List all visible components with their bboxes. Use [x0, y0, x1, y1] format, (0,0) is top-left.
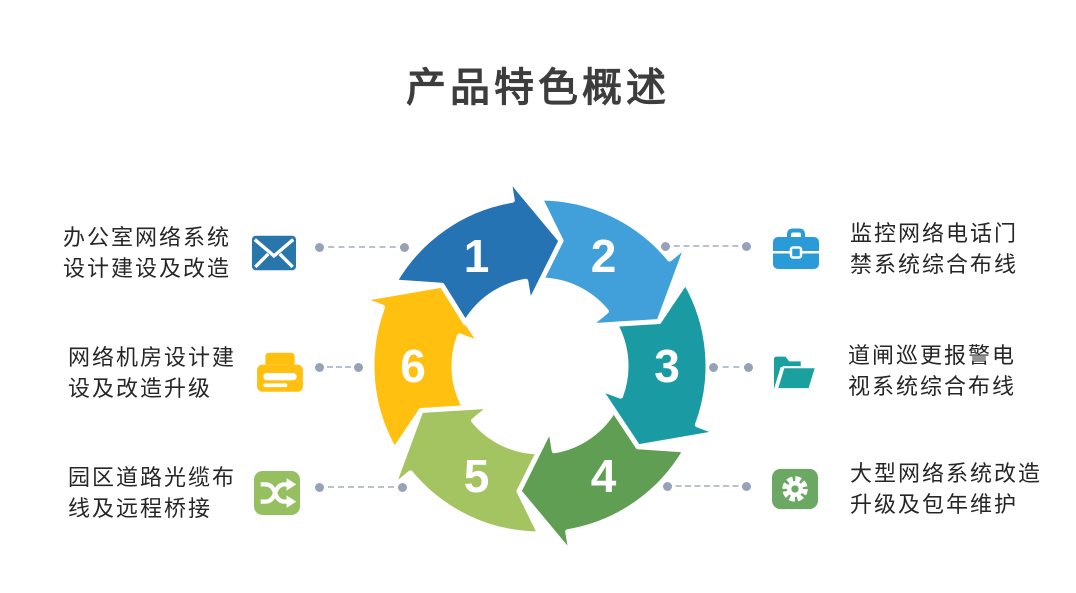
- feature-line: 线及远程桥接: [68, 496, 213, 521]
- feature-campus-cable: 园区道路光缆布 线及远程桥接: [68, 462, 301, 524]
- connector-dot: [354, 363, 363, 372]
- connector-left-1: [315, 243, 409, 252]
- connector-dot: [663, 482, 672, 491]
- feature-server-room: 网络机房设计建 设及改造升级: [68, 342, 306, 404]
- connector-right-1: [661, 242, 751, 251]
- feature-label: 网络机房设计建 设及改造升级: [68, 342, 236, 404]
- connector-right-3: [663, 482, 751, 491]
- folder-icon: [770, 348, 820, 394]
- feature-label: 办公室网络系统 设计建设及改造: [63, 222, 231, 284]
- connector-dot: [709, 363, 718, 372]
- feature-monitoring-cabling: 监控网络电话门 禁系统综合布线: [770, 218, 1018, 280]
- connector-dot: [315, 483, 324, 492]
- feature-line: 禁系统综合布线: [850, 252, 1019, 277]
- feature-office-network: 办公室网络系统 设计建设及改造: [63, 222, 299, 284]
- feature-line: 视系统综合布线: [848, 374, 1017, 399]
- connector-dot: [742, 242, 751, 251]
- feature-label: 监控网络电话门 禁系统综合布线: [850, 218, 1018, 280]
- ring-segment-1: [392, 175, 564, 326]
- feature-line: 升级及包年维护: [850, 492, 1019, 517]
- feature-label: 道闸巡更报警电 视系统综合布线: [848, 340, 1016, 402]
- feature-line: 设计建设及改造: [63, 256, 232, 281]
- feature-large-network-maintenance: 大型网络系统改造 升级及包年维护: [768, 458, 1042, 520]
- connector-dot: [400, 243, 409, 252]
- connector-left-2: [315, 363, 363, 372]
- process-ring-diagram: 1 2 3 4 5 6: [358, 175, 722, 557]
- ring-number-3: 3: [654, 340, 680, 392]
- feature-line: 办公室网络系统: [63, 225, 232, 250]
- ring-number-2: 2: [591, 230, 617, 282]
- page-title: 产品特色概述: [406, 66, 670, 110]
- connector-left-3: [315, 483, 407, 492]
- envelope-icon: [249, 230, 299, 276]
- connector-dot: [398, 483, 407, 492]
- feature-line: 网络机房设计建: [68, 345, 237, 370]
- connector-right-2: [709, 363, 753, 372]
- ring-segment-2: [537, 195, 690, 329]
- ring-segment-4: [516, 406, 688, 557]
- feature-gate-alarm-cabling: 道闸巡更报警电 视系统综合布线: [770, 340, 1016, 402]
- connector-dot: [315, 363, 324, 372]
- feature-label: 园区道路光缆布 线及远程桥接: [68, 462, 236, 524]
- feature-line: 监控网络电话门: [850, 221, 1019, 246]
- feature-line: 大型网络系统改造: [850, 461, 1043, 486]
- feature-line: 设及改造升级: [68, 376, 213, 401]
- connector-dot: [661, 242, 670, 251]
- gear-icon: [768, 466, 822, 512]
- connector-dot: [744, 363, 753, 372]
- printer-icon: [254, 348, 306, 398]
- ring-number-1: 1: [464, 230, 490, 282]
- ring-number-5: 5: [464, 450, 490, 502]
- briefcase-icon: [770, 225, 822, 273]
- feature-line: 园区道路光缆布: [68, 465, 237, 490]
- ring-number-4: 4: [591, 450, 617, 502]
- ring-number-6: 6: [400, 340, 426, 392]
- feature-label: 大型网络系统改造 升级及包年维护: [850, 458, 1042, 520]
- shuffle-icon: [254, 470, 301, 516]
- connector-dot: [742, 482, 751, 491]
- feature-line: 道闸巡更报警电: [848, 343, 1017, 368]
- connector-dot: [315, 243, 324, 252]
